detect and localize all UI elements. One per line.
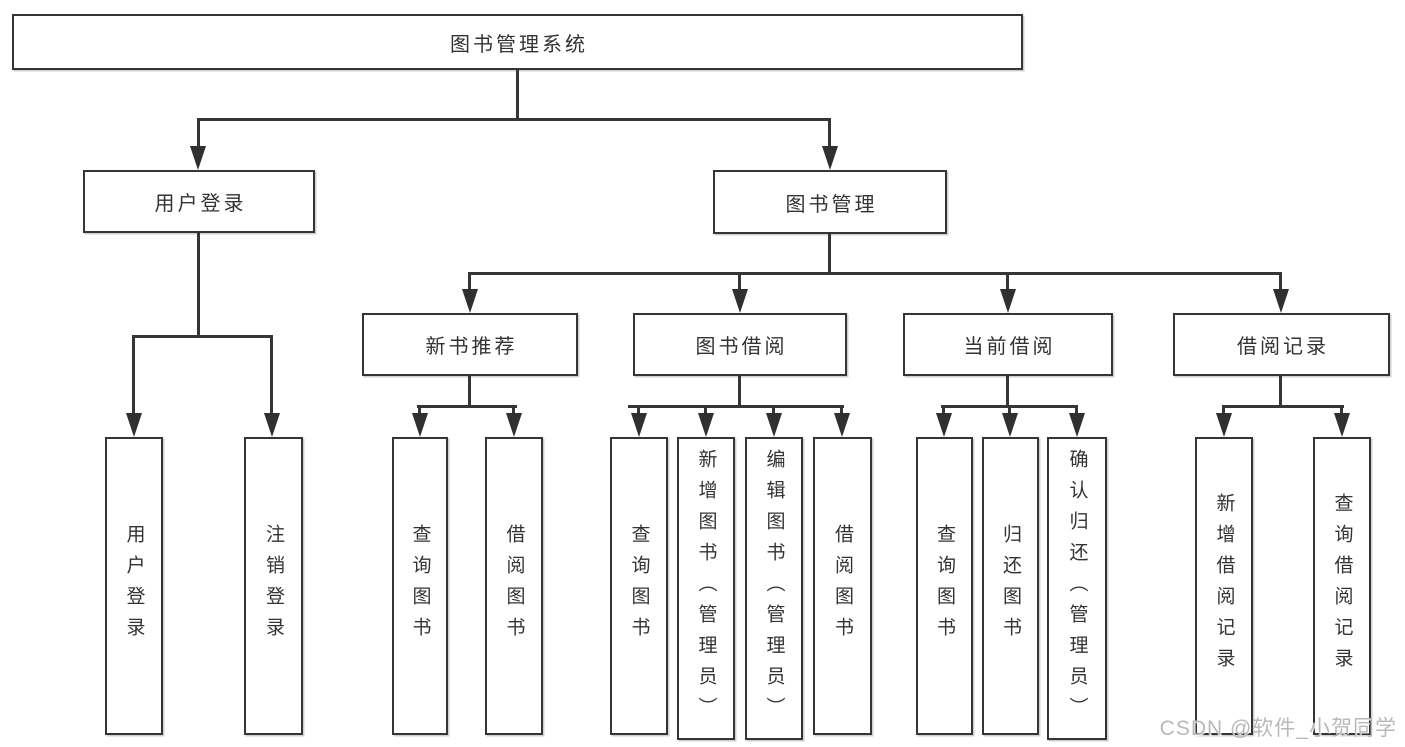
connector-line	[772, 405, 775, 415]
connector-line	[468, 272, 1282, 275]
leaf-query-books-borrowing: 查询图书	[610, 437, 668, 735]
arrow-down-icon	[190, 146, 206, 170]
leaf-query-books-current: 查询图书	[916, 437, 973, 735]
arrow-down-icon	[834, 413, 850, 437]
arrow-down-icon	[1334, 413, 1350, 437]
node-library-management-system: 图书管理系统	[12, 14, 1023, 70]
connector-line	[1279, 376, 1282, 405]
node-current-borrowing: 当前借阅	[903, 313, 1113, 376]
connector-line	[1279, 272, 1282, 291]
leaf-logout: 注销登录	[244, 437, 303, 735]
arrow-down-icon	[126, 413, 142, 437]
connector-line	[1008, 405, 1011, 415]
arrow-down-icon	[506, 413, 522, 437]
connector-line	[1075, 405, 1078, 415]
connector-line	[418, 405, 421, 415]
arrow-down-icon	[822, 146, 838, 170]
connector-line	[1223, 405, 1344, 408]
arrow-down-icon	[766, 413, 782, 437]
node-new-book-recommendation: 新书推荐	[362, 313, 578, 376]
arrow-down-icon	[631, 413, 647, 437]
leaf-confirm-return-admin: 确认归还（管理员）	[1047, 437, 1107, 740]
connector-line	[628, 405, 844, 408]
connector-line	[1340, 405, 1343, 415]
connector-line	[417, 405, 517, 408]
connector-line	[468, 376, 471, 405]
connector-line	[516, 70, 519, 118]
leaf-query-borrow-record: 查询借阅记录	[1313, 437, 1371, 735]
leaf-add-borrow-record: 新增借阅记录	[1195, 437, 1253, 735]
leaf-query-books-recommend: 查询图书	[392, 437, 448, 735]
arrow-down-icon	[1216, 413, 1232, 437]
csdn-watermark: CSDN @软件_小贺同学	[1159, 717, 1397, 740]
arrow-down-icon	[462, 289, 478, 313]
connector-line	[1006, 272, 1009, 291]
connector-line	[468, 272, 471, 291]
connector-line	[942, 405, 945, 415]
arrow-down-icon	[936, 413, 952, 437]
connector-line	[704, 405, 707, 415]
connector-line	[197, 233, 200, 335]
connector-line	[132, 335, 273, 338]
connector-line	[1006, 376, 1009, 405]
connector-line	[1222, 405, 1225, 415]
node-book-borrowing: 图书借阅	[633, 313, 847, 376]
connector-line	[828, 118, 831, 148]
node-book-management: 图书管理	[713, 170, 947, 234]
connector-line	[197, 118, 200, 148]
arrow-down-icon	[1273, 289, 1289, 313]
connector-line	[197, 118, 831, 121]
arrow-down-icon	[264, 413, 280, 437]
leaf-user-login: 用户登录	[105, 437, 163, 735]
leaf-borrow-books-borrowing: 借阅图书	[813, 437, 872, 735]
connector-line	[738, 272, 741, 291]
leaf-return-books: 归还图书	[982, 437, 1039, 735]
connector-line	[840, 405, 843, 415]
node-user-login: 用户登录	[83, 170, 315, 233]
leaf-edit-books-admin: 编辑图书（管理员）	[745, 437, 803, 740]
leaf-borrow-books-recommend: 借阅图书	[485, 437, 543, 735]
arrow-down-icon	[412, 413, 428, 437]
arrow-down-icon	[1000, 289, 1016, 313]
connector-line	[828, 234, 831, 272]
arrow-down-icon	[698, 413, 714, 437]
connector-line	[637, 405, 640, 415]
connector-line	[270, 335, 273, 415]
connector-line	[738, 376, 741, 405]
arrow-down-icon	[732, 289, 748, 313]
leaf-add-books-admin: 新增图书（管理员）	[677, 437, 735, 740]
arrow-down-icon	[1002, 413, 1018, 437]
arrow-down-icon	[1069, 413, 1085, 437]
node-borrowing-records: 借阅记录	[1173, 313, 1390, 376]
connector-line	[132, 335, 135, 415]
connector-line	[512, 405, 515, 415]
